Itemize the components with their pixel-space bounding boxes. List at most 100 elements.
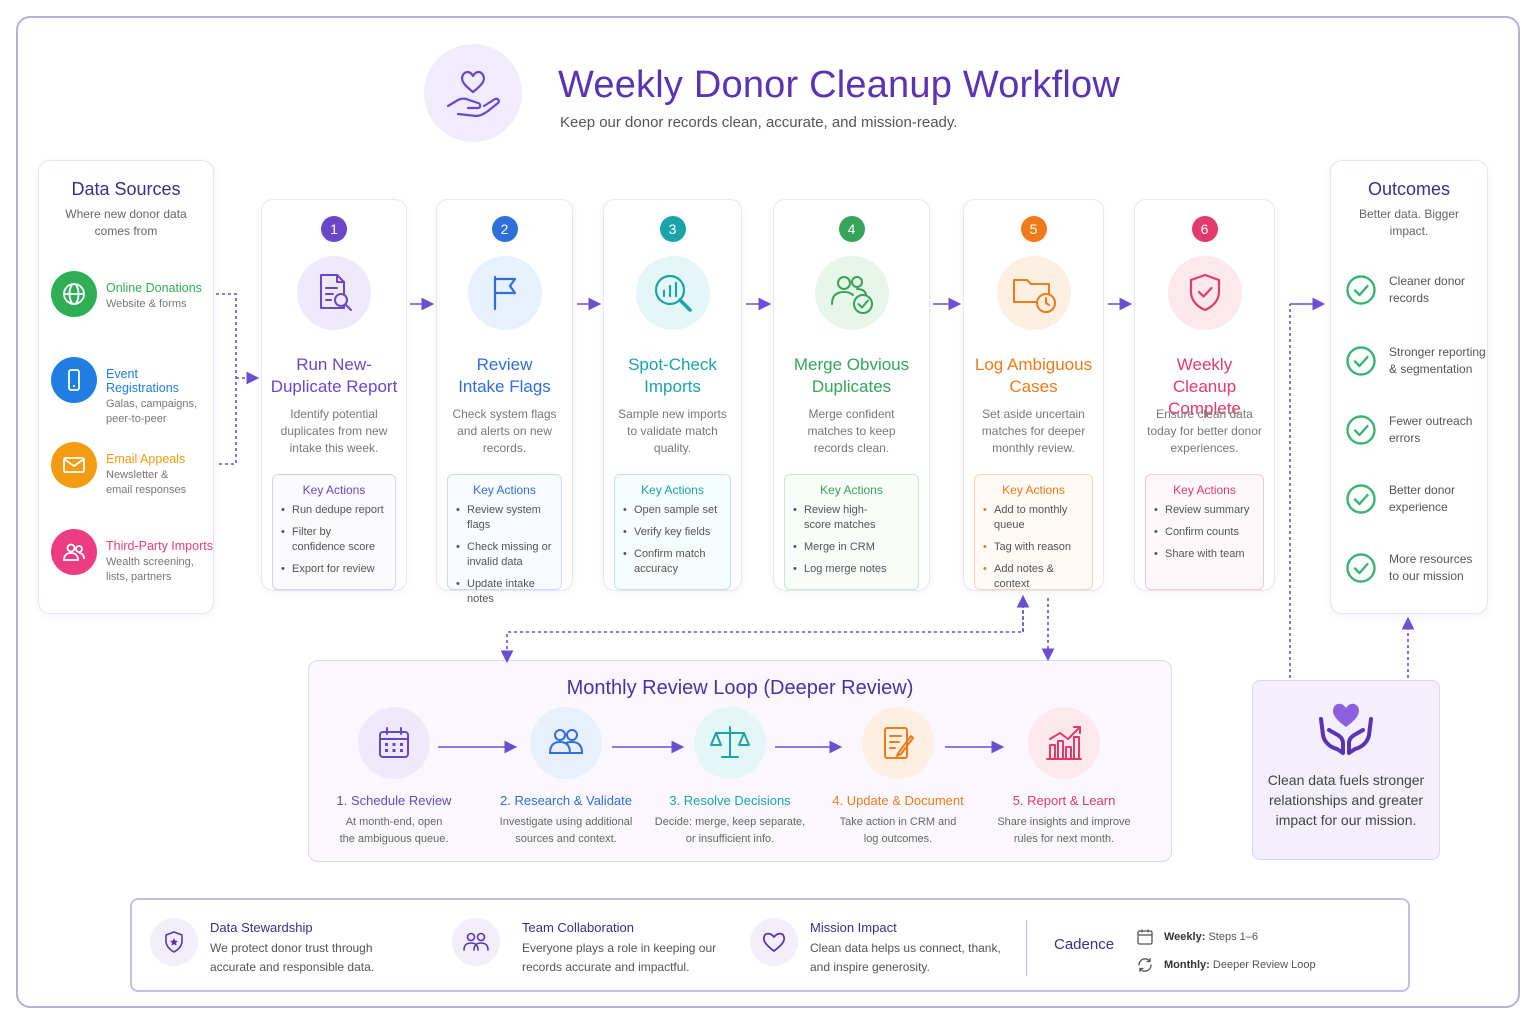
loop-title: Monthly Review Loop (Deeper Review) <box>566 677 914 699</box>
footer-item-title: Team Collaboration <box>522 920 635 935</box>
loop-step-label: 1. Schedule Review <box>336 793 452 808</box>
footer-bar: Data Stewardship We protect donor trust … <box>130 898 1410 992</box>
people-icon <box>51 529 97 575</box>
outcome-item: Cleaner donor records <box>1345 273 1475 307</box>
step-number-badge: 4 <box>838 216 865 242</box>
key-action-item: Verify key fields <box>623 525 722 540</box>
group-icon <box>530 707 602 779</box>
footer-item-desc: Everyone plays a role in keeping our rec… <box>522 941 717 974</box>
key-action-item: Open sample set <box>623 503 722 518</box>
step-number-badge: 3 <box>659 216 686 242</box>
outcome-text: Fewer outreach errors <box>1389 414 1473 445</box>
source-title: Event Registrations <box>106 367 179 395</box>
envelope-icon <box>51 442 97 488</box>
magnify-chart-icon <box>635 256 710 330</box>
check-circle-icon <box>1346 415 1376 445</box>
source-desc: Newsletter & email responses <box>106 469 187 496</box>
impact-text: Clean data fuels stronger relationships … <box>1267 772 1425 828</box>
key-action-item: Filter by confidence score <box>281 525 387 555</box>
cadence-weekly: Weekly: Steps 1–6 <box>1136 928 1258 946</box>
data-sources-subtitle: Where new donor data comes from <box>65 207 187 238</box>
step-description: Set aside uncertain matches for deeper m… <box>981 407 1086 455</box>
outer-frame <box>16 16 1520 1008</box>
source-desc: Wealth screening, lists, partners <box>106 556 194 583</box>
key-action-item: Add to monthly queue <box>983 503 1084 533</box>
key-actions-box: Key Actions Run dedupe report Filter by … <box>272 474 396 590</box>
hands-heart-icon <box>1253 697 1439 764</box>
flag-icon <box>467 256 542 330</box>
step-title-line2: Duplicate Report <box>270 377 398 396</box>
key-action-item: Review summary <box>1154 503 1255 518</box>
key-action-item: Review system flags <box>456 503 553 533</box>
step-title-line1: Review <box>476 355 533 374</box>
loop-step-label: 4. Update & Document <box>832 793 964 808</box>
cadence-monthly-label: Monthly: <box>1164 959 1210 971</box>
outcome-text: Cleaner donor records <box>1389 274 1466 305</box>
step-title-line1: Run New- <box>296 355 372 374</box>
outcome-item: Stronger reporting & segmentation <box>1345 344 1489 378</box>
footer-item-title: Data Stewardship <box>210 920 313 935</box>
step-title-line1: Weekly Cleanup <box>1172 355 1237 396</box>
loop-step-5: 5. Report & Learn Share insights and imp… <box>979 707 1149 848</box>
step-description: Merge confident matches to keep records … <box>807 407 896 455</box>
key-actions-box: Key Actions Open sample set Verify key f… <box>614 474 731 590</box>
step-number-badge: 2 <box>491 216 518 242</box>
cadence-weekly-label: Weekly: <box>1164 931 1206 943</box>
footer-mission-impact: Mission Impact Clean data helps us conne… <box>750 918 1010 977</box>
outcome-item: More resources to our mission <box>1345 551 1475 585</box>
step-number-badge: 6 <box>1191 216 1218 242</box>
source-event-registrations: Event Registrations Galas, campaigns, pe… <box>51 357 213 427</box>
key-actions-title: Key Actions <box>820 483 883 497</box>
loop-step-desc: Share insights and improve rules for nex… <box>997 816 1131 845</box>
step-description: Sample new imports to validate match qua… <box>618 407 727 455</box>
outcome-item: Fewer outreach errors <box>1345 413 1475 447</box>
refresh-icon <box>1138 957 1152 973</box>
step-card-1: 1 Run New-Duplicate Report Identify pote… <box>261 199 407 591</box>
step-title-line2: Complete <box>1168 399 1241 418</box>
loop-step-4: 4. Update & Document Take action in CRM … <box>813 707 983 848</box>
check-circle-icon <box>1346 346 1376 376</box>
source-title: Email Appeals <box>106 452 186 466</box>
outcomes-panel: Outcomes Better data. Bigger impact. Cle… <box>1330 160 1488 614</box>
globe-icon <box>51 271 97 317</box>
monthly-review-loop: Monthly Review Loop (Deeper Review) 1. S… <box>308 660 1172 862</box>
scales-icon <box>694 707 766 779</box>
heart-icon <box>750 918 798 966</box>
source-title: Third-Party Imports <box>106 539 213 553</box>
cadence-label: Cadence <box>1054 936 1115 953</box>
step-title-line2: Cases <box>1009 377 1058 396</box>
key-action-item: Share with team <box>1154 547 1255 562</box>
step-number-badge: 5 <box>1020 216 1047 242</box>
key-action-item: Confirm counts <box>1154 525 1255 540</box>
key-action-item: Update intake notes <box>456 577 553 607</box>
loop-step-3: 3. Resolve Decisions Decide: merge, keep… <box>645 707 815 848</box>
page-title: Weekly Donor Cleanup Workflow <box>558 64 1120 106</box>
outcome-item: Better donor experience <box>1345 482 1475 516</box>
key-action-item: Check missing or invalid data <box>456 540 553 570</box>
key-actions-title: Key Actions <box>473 483 536 497</box>
source-title: Online Donations <box>106 281 202 295</box>
loop-step-desc: Investigate using additional sources and… <box>499 816 633 845</box>
key-action-item: Export for review <box>281 562 387 577</box>
footer-item-desc: We protect donor trust through accurate … <box>210 941 375 974</box>
key-actions-title: Key Actions <box>1002 483 1065 497</box>
shield-check-icon <box>1167 256 1242 330</box>
folder-clock-icon <box>996 256 1071 330</box>
calendar-icon <box>358 707 430 779</box>
source-desc: Website & forms <box>106 298 187 310</box>
loop-step-desc: Decide: merge, keep separate, or insuffi… <box>654 816 806 845</box>
impact-callout: Clean data fuels stronger relationships … <box>1252 680 1440 860</box>
step-title: Run New- Duplicate Report <box>262 354 406 398</box>
calendar-icon <box>1137 929 1153 945</box>
key-actions-box: Key Actions Review system flags Check mi… <box>447 474 562 605</box>
check-circle-icon <box>1346 553 1376 583</box>
step-title-line1: Spot-Check <box>628 355 717 374</box>
report-search-icon <box>297 256 371 330</box>
